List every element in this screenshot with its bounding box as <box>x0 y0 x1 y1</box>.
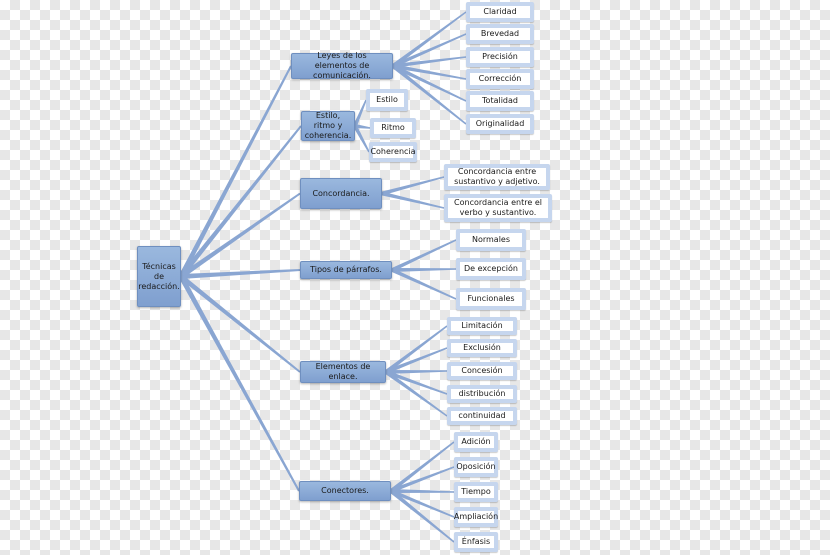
link-leaf-tiempo <box>391 489 454 493</box>
leaf-de-excepcion: De excepción <box>456 258 526 280</box>
leaf-oposicion: Oposición <box>454 457 498 477</box>
leaf-concesion: Concesión <box>447 362 517 380</box>
link-leaf-brevedad <box>392 33 467 68</box>
link-root-branch-leyes <box>178 65 292 278</box>
leaf-concordancia-sustantivo: Concordancia entre sustantivo y adjetivo… <box>444 164 550 190</box>
leaf-adicion: Adición <box>454 432 498 452</box>
leaf-estilo: Estilo <box>366 89 408 111</box>
link-leaf-concordancia-sustantivo <box>381 176 445 196</box>
link-leaf-precision <box>392 56 467 68</box>
leaf-precision: Precisión <box>466 47 534 67</box>
link-leaf-concordancia-verbo <box>381 191 445 209</box>
root-node: Técnicas de redacción. <box>137 246 181 307</box>
link-root-branch-concordancia <box>179 192 301 279</box>
leaf-coherencia: Coherencia <box>369 142 417 162</box>
link-root-branch-conectores <box>178 275 300 492</box>
leaf-limitacion: Limitación <box>447 317 517 335</box>
link-root-branch-tipos-parrafos <box>180 269 301 279</box>
leaf-normales: Normales <box>456 229 526 251</box>
leaf-enfasis: Énfasis <box>454 532 498 552</box>
link-leaf-funcionales <box>391 268 457 300</box>
leaf-tiempo: Tiempo <box>454 482 498 502</box>
link-leaf-limitacion <box>384 325 448 374</box>
link-leaf-normales <box>391 239 457 272</box>
leaf-exclusion: Exclusión <box>447 339 517 357</box>
link-leaf-correccion <box>392 64 467 80</box>
link-leaf-totalidad <box>392 64 467 102</box>
link-leaf-originalidad <box>391 64 467 125</box>
leaf-originalidad: Originalidad <box>466 114 534 134</box>
leaf-continuidad: continuidad <box>447 407 517 425</box>
link-leaf-concesion <box>386 370 447 374</box>
branch-leyes: Leyes de los elementos de comunicación. <box>291 51 393 80</box>
link-leaf-distribucion <box>385 370 448 395</box>
branch-elementos-enlace: Elementos de enlace. <box>300 361 386 383</box>
link-root-branch-estilo <box>179 125 302 279</box>
link-leaf-enfasis <box>389 489 455 543</box>
link-leaf-ritmo <box>354 124 371 129</box>
leaf-claridad: Claridad <box>466 2 534 22</box>
link-leaf-de-excepcion <box>392 268 456 272</box>
branch-tipos-parrafos: Tipos de párrafos. <box>300 261 392 279</box>
branch-estilo: Estilo, ritmo y coherencia. <box>301 111 355 141</box>
leaf-correccion: Corrección <box>466 69 534 89</box>
leaf-distribucion: distribución <box>447 385 517 403</box>
branch-concordancia: Concordancia. <box>300 178 382 209</box>
link-root-branch-elementos-enlace <box>179 274 301 373</box>
leaf-ampliacion: Ampliación <box>454 507 498 527</box>
link-leaf-oposicion <box>390 466 455 493</box>
link-leaf-coherencia <box>353 125 370 153</box>
link-leaf-exclusion <box>385 347 448 374</box>
leaf-brevedad: Brevedad <box>466 24 534 44</box>
leaf-totalidad: Totalidad <box>466 91 534 111</box>
leaf-ritmo: Ritmo <box>370 118 416 138</box>
link-leaf-continuidad <box>384 370 448 417</box>
link-leaf-ampliacion <box>390 489 455 518</box>
link-leaf-estilo <box>353 99 367 127</box>
leaf-concordancia-verbo: Concordancia entre el verbo y sustantivo… <box>444 194 552 222</box>
leaf-funcionales: Funcionales <box>456 288 526 310</box>
branch-conectores: Conectores. <box>299 481 391 501</box>
link-leaf-claridad <box>391 11 467 68</box>
link-leaf-adicion <box>389 441 455 493</box>
